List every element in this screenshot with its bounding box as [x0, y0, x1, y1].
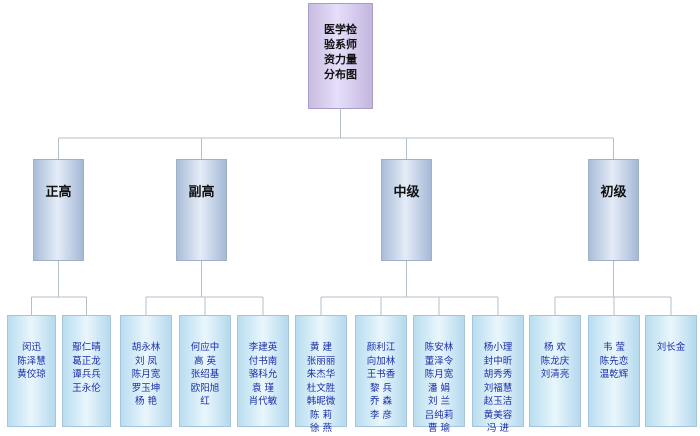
- staff-name: 罗玉坤: [131, 382, 161, 394]
- staff-name-list: 何应中高 英张绍基欧阳旭红: [180, 341, 230, 409]
- staff-name: 陈龙庆: [540, 355, 570, 367]
- staff-name: 胡秀秀: [483, 369, 513, 380]
- staff-name: 高 英: [193, 355, 217, 367]
- staff-name-list: 闵迅陈泽慧黄佼琼: [8, 341, 55, 382]
- staff-box-4-1: 杨 欢陈龙庆刘清亮: [529, 315, 581, 427]
- root-label: 医学检验系师资力量分布图: [324, 23, 357, 81]
- staff-name: 朱杰华: [306, 369, 336, 380]
- staff-name: 韩昵微: [306, 396, 336, 407]
- staff-name: 董泽令: [424, 355, 454, 367]
- staff-name: 骆科允: [248, 369, 278, 380]
- staff-name: 杨 艳: [134, 396, 158, 407]
- staff-name: 杨 欢: [543, 342, 567, 353]
- staff-name: 李 彦: [369, 409, 393, 421]
- staff-name: 陈先恋: [599, 355, 629, 367]
- staff-name: 杜文胜: [306, 382, 336, 394]
- category-label: 初级: [600, 185, 627, 200]
- staff-name: 葛正龙: [72, 355, 101, 367]
- staff-name: 颜利江: [366, 342, 396, 353]
- staff-name: 刘 凤: [134, 355, 158, 367]
- staff-name-list: 杨小理封中昕胡秀秀刘福慧赵玉洁黄美容冯 进: [473, 341, 523, 436]
- staff-name: 张绍基: [190, 369, 220, 380]
- staff-name: 袁 瑾: [251, 382, 275, 394]
- staff-name: 红: [200, 396, 210, 407]
- staff-name: 温乾辉: [599, 369, 629, 380]
- staff-name-list: 杨 欢陈龙庆刘清亮: [530, 341, 580, 382]
- staff-box-3-4: 杨小理封中昕胡秀秀刘福慧赵玉洁黄美容冯 进: [472, 315, 524, 434]
- staff-name-list: 胡永林刘 凤陈月宽罗玉坤杨 艳: [121, 341, 171, 409]
- staff-name: 向加林: [366, 355, 396, 367]
- staff-box-4-3: 刘长金: [645, 315, 697, 427]
- staff-box-3-3: 陈安林董泽令陈月宽潘 娟刘 兰吕纯莉曹 瑜: [413, 315, 465, 434]
- staff-name: 刘清亮: [540, 369, 570, 380]
- staff-name: 黄 建: [309, 342, 333, 353]
- staff-name: 刘福慧: [483, 382, 513, 394]
- staff-name: 黎 兵: [369, 382, 393, 394]
- category-node-3: 中级: [381, 159, 432, 261]
- staff-name: 王永伦: [72, 382, 101, 394]
- staff-name: 王书香: [366, 369, 396, 380]
- staff-box-3-1: 黄 建张丽丽朱杰华杜文胜韩昵微陈 莉徐 燕: [295, 315, 347, 434]
- staff-name: 封中昕: [483, 355, 513, 367]
- category-node-2: 副高: [176, 159, 227, 261]
- root-node: 医学检验系师资力量分布图: [308, 3, 373, 109]
- staff-name: 刘长金: [656, 342, 686, 353]
- staff-name: 陈 莉: [309, 409, 333, 421]
- staff-name: 闵迅: [21, 342, 41, 353]
- staff-name: 陈泽慧: [17, 355, 46, 367]
- staff-name-list: 陈安林董泽令陈月宽潘 娟刘 兰吕纯莉曹 瑜: [414, 341, 464, 436]
- staff-name: 张丽丽: [306, 355, 336, 367]
- staff-name: 付书南: [248, 355, 278, 367]
- staff-name: 冯 进: [486, 423, 510, 434]
- staff-name-list: 黄 建张丽丽朱杰华杜文胜韩昵微陈 莉徐 燕: [296, 341, 346, 436]
- staff-name: 吕纯莉: [424, 409, 454, 421]
- staff-name: 赵玉洁: [483, 396, 513, 407]
- staff-name-list: 李建英付书南骆科允袁 瑾肖代敏: [238, 341, 288, 409]
- staff-name: 鄢仁晴: [72, 342, 101, 353]
- staff-name: 曹 瑜: [427, 423, 451, 434]
- staff-name-list: 颜利江向加林王书香黎 兵乔 森李 彦: [356, 341, 406, 422]
- staff-name: 何应中: [190, 342, 220, 353]
- staff-box-2-2: 何应中高 英张绍基欧阳旭红: [179, 315, 231, 427]
- category-node-4: 初级: [588, 159, 639, 261]
- staff-name: 欧阳旭: [190, 382, 220, 394]
- staff-name: 潘 娟: [427, 382, 451, 394]
- staff-name: 陈月宽: [131, 369, 161, 380]
- category-label: 中级: [393, 185, 420, 200]
- staff-name: 刘 兰: [427, 396, 451, 407]
- staff-box-1-1: 闵迅陈泽慧黄佼琼: [7, 315, 56, 427]
- staff-box-2-1: 胡永林刘 凤陈月宽罗玉坤杨 艳: [120, 315, 172, 427]
- staff-name: 肖代敏: [248, 396, 278, 407]
- staff-name: 胡永林: [131, 342, 161, 353]
- staff-name: 陈安林: [424, 342, 454, 353]
- category-node-1: 正高: [33, 159, 84, 261]
- staff-name: 陈月宽: [424, 369, 454, 380]
- staff-name: 李建英: [248, 342, 278, 353]
- staff-name-list: 鄢仁晴葛正龙谭兵兵王永伦: [63, 341, 110, 395]
- staff-box-4-2: 韦 莹陈先恋温乾辉: [588, 315, 640, 427]
- staff-name: 乔 森: [369, 396, 393, 407]
- staff-name-list: 刘长金: [646, 341, 696, 355]
- staff-name: 徐 燕: [309, 423, 333, 434]
- staff-name: 黄佼琼: [17, 369, 46, 380]
- staff-name: 谭兵兵: [72, 369, 101, 380]
- category-label: 正高: [45, 185, 72, 200]
- staff-name: 杨小理: [483, 342, 513, 353]
- staff-name: 黄美容: [483, 409, 513, 421]
- staff-box-1-2: 鄢仁晴葛正龙谭兵兵王永伦: [62, 315, 111, 427]
- staff-box-3-2: 颜利江向加林王书香黎 兵乔 森李 彦: [355, 315, 407, 427]
- category-label: 副高: [188, 185, 215, 200]
- staff-name-list: 韦 莹陈先恋温乾辉: [589, 341, 639, 382]
- staff-box-2-3: 李建英付书南骆科允袁 瑾肖代敏: [237, 315, 289, 427]
- staff-name: 韦 莹: [602, 342, 626, 353]
